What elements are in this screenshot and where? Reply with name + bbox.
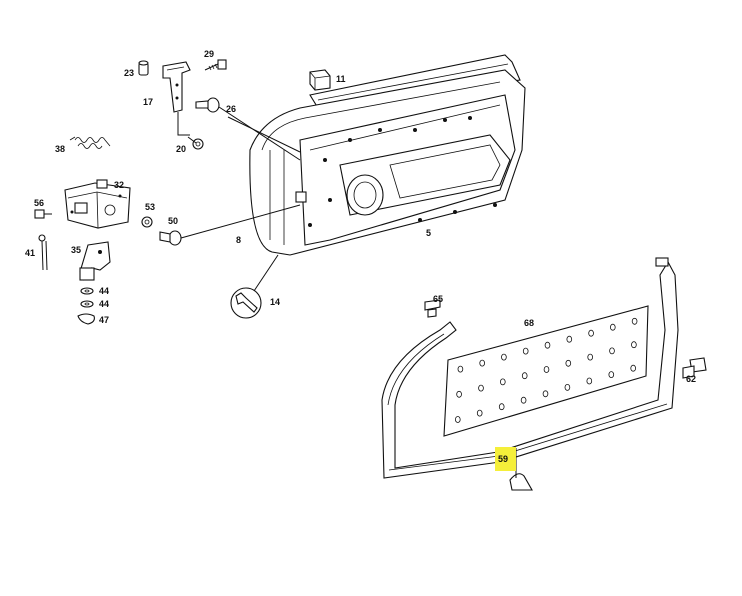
callout-65: 65 [433, 294, 443, 304]
callout-labels: 29 23 11 17 26 38 20 32 56 53 50 8 5 41 … [25, 49, 696, 464]
part-11-block [309, 69, 331, 91]
part-44-washers [80, 287, 94, 308]
callout-5: 5 [426, 228, 431, 238]
part-14-wrench-icon [230, 254, 279, 319]
part-41-pin [38, 234, 48, 271]
panel-hole [566, 335, 573, 343]
panel-hole [608, 371, 615, 379]
callout-53: 53 [145, 202, 155, 212]
part-65-plug [424, 299, 441, 318]
callout-41: 41 [25, 248, 35, 258]
callout-68: 68 [524, 318, 534, 328]
part-47-clip [77, 313, 95, 325]
panel-hole [564, 383, 571, 391]
callout-62: 62 [686, 374, 696, 384]
callout-59-highlight [495, 447, 516, 471]
callout-23: 23 [124, 68, 134, 78]
callout-20: 20 [176, 144, 186, 154]
callout-47: 47 [99, 315, 109, 325]
panel-hole [522, 347, 529, 355]
callout-29: 29 [204, 49, 214, 59]
panel-hole [498, 403, 505, 411]
part-29-screw [204, 59, 227, 71]
callout-17: 17 [143, 97, 153, 107]
panel-hole [478, 384, 484, 392]
callout-8: 8 [236, 235, 241, 245]
panel-hole [520, 396, 527, 404]
panel-hole [456, 390, 462, 398]
panel-hole [457, 365, 464, 373]
panel-hole [479, 359, 486, 367]
panel-hole [544, 341, 551, 349]
part-62-clip [682, 357, 707, 379]
panel-hole [609, 323, 616, 331]
callout-44-upper: 44 [99, 286, 109, 296]
hardware-parts [34, 59, 331, 325]
callout-11: 11 [336, 74, 346, 84]
callout-38: 38 [55, 144, 65, 154]
part-26-bolt [195, 97, 301, 161]
panel-hole [631, 341, 637, 349]
panel-hole [499, 378, 506, 386]
part-35-lever [79, 241, 111, 281]
callout-35: 35 [71, 245, 81, 255]
callout-26: 26 [226, 104, 236, 114]
part-17-hinge [162, 61, 191, 136]
callout-32: 32 [114, 180, 124, 190]
panel-hole [521, 372, 528, 380]
part-56-screw [34, 209, 52, 219]
part-59-clip [509, 473, 533, 491]
panel-hole [609, 347, 615, 355]
panel-hole [631, 317, 638, 325]
callout-14: 14 [270, 297, 280, 307]
panel-hole [543, 366, 550, 373]
panel-hole [565, 359, 572, 367]
door-shell [249, 54, 526, 256]
panel-68-holes [454, 317, 638, 423]
lower-assembly [381, 257, 679, 479]
callout-50: 50 [168, 216, 178, 226]
part-38-spring [69, 136, 111, 149]
panel-hole [476, 409, 483, 417]
part-53-washer [141, 216, 153, 228]
part-20-nut [192, 138, 204, 150]
panel-hole [630, 364, 636, 372]
callout-44-lower: 44 [99, 299, 109, 309]
callout-56: 56 [34, 198, 44, 208]
panel-hole [586, 377, 593, 385]
panel-hole [454, 416, 461, 423]
panel-hole [542, 390, 549, 398]
panel-hole [587, 353, 593, 361]
part-50-bolt [159, 204, 301, 246]
panel-hole [588, 329, 594, 337]
part-32-latch [64, 179, 131, 229]
callout-59: 59 [498, 454, 508, 464]
part-23-bushing [138, 60, 149, 76]
panel-hole [501, 353, 507, 361]
